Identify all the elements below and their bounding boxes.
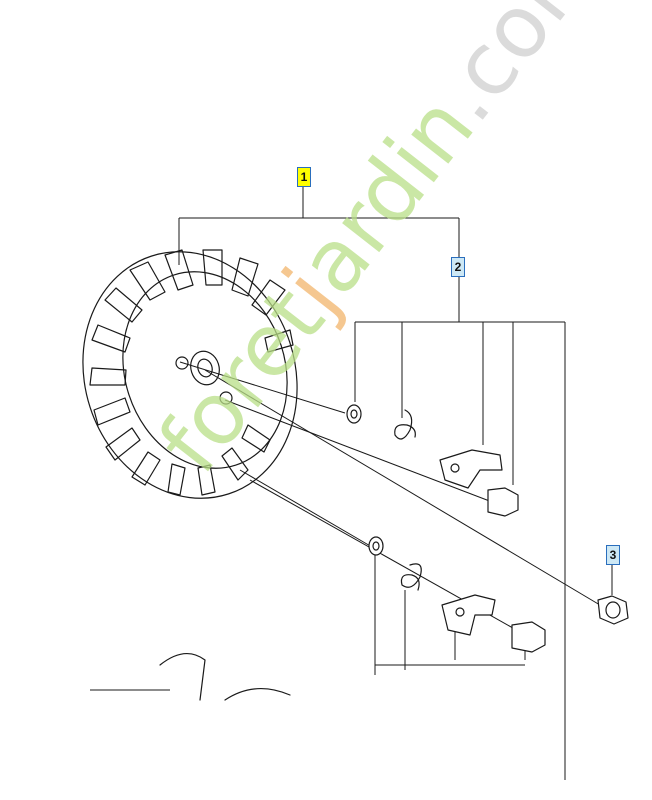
callout-3: 3 — [606, 545, 620, 565]
partial-bottom-part — [90, 653, 291, 701]
lower-parts — [368, 536, 546, 653]
callout-2: 2 — [451, 257, 465, 277]
callout-1: 1 — [297, 167, 311, 187]
nut-part — [597, 595, 629, 625]
fan-blades — [89, 249, 294, 496]
upper-parts — [346, 404, 519, 517]
flywheel — [82, 249, 298, 499]
